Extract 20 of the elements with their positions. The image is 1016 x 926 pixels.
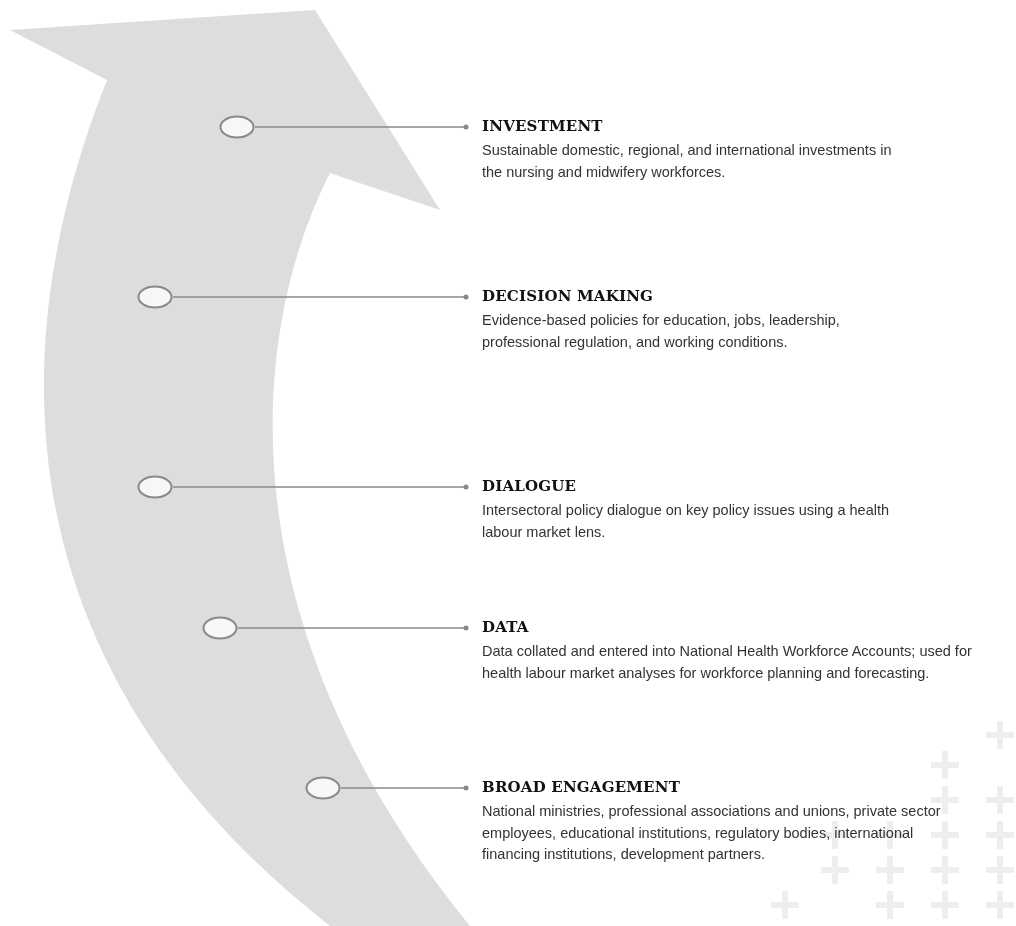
connector-line — [172, 294, 469, 300]
connector-line — [254, 124, 469, 130]
circle-marker — [137, 285, 173, 309]
circle-marker — [305, 776, 341, 800]
heading: BROAD ENGAGEMENT — [482, 778, 682, 796]
description: Intersectoral policy dialogue on key policy issues using a health labour market lens. — [482, 501, 891, 542]
heading: DATA — [482, 618, 530, 636]
description: Sustainable domestic, regional, and international investments in the nursing and midwifery workforces. — [482, 141, 893, 182]
description: National ministries, professional associations and unions, private sector employees, educational institutions, regulatory bodies, international financing institutions, development partners. — [482, 802, 942, 864]
circle-marker — [219, 115, 255, 139]
heading: INVESTMENT — [482, 117, 604, 135]
heading: DIALOGUE — [482, 477, 578, 495]
connector-line — [340, 785, 469, 791]
heading: DECISION MAKING — [482, 287, 655, 305]
circle-marker — [202, 616, 238, 640]
connector-line — [237, 625, 469, 631]
description: Data collated and entered into National Health Workforce Accounts; used for health labour market analyses for workforce planning and forecasting. — [482, 642, 973, 683]
connector-line — [172, 484, 469, 490]
circle-marker — [137, 475, 173, 499]
description: Evidence-based policies for education, jobs, leadership, professional regulation, and working conditions. — [482, 311, 841, 352]
